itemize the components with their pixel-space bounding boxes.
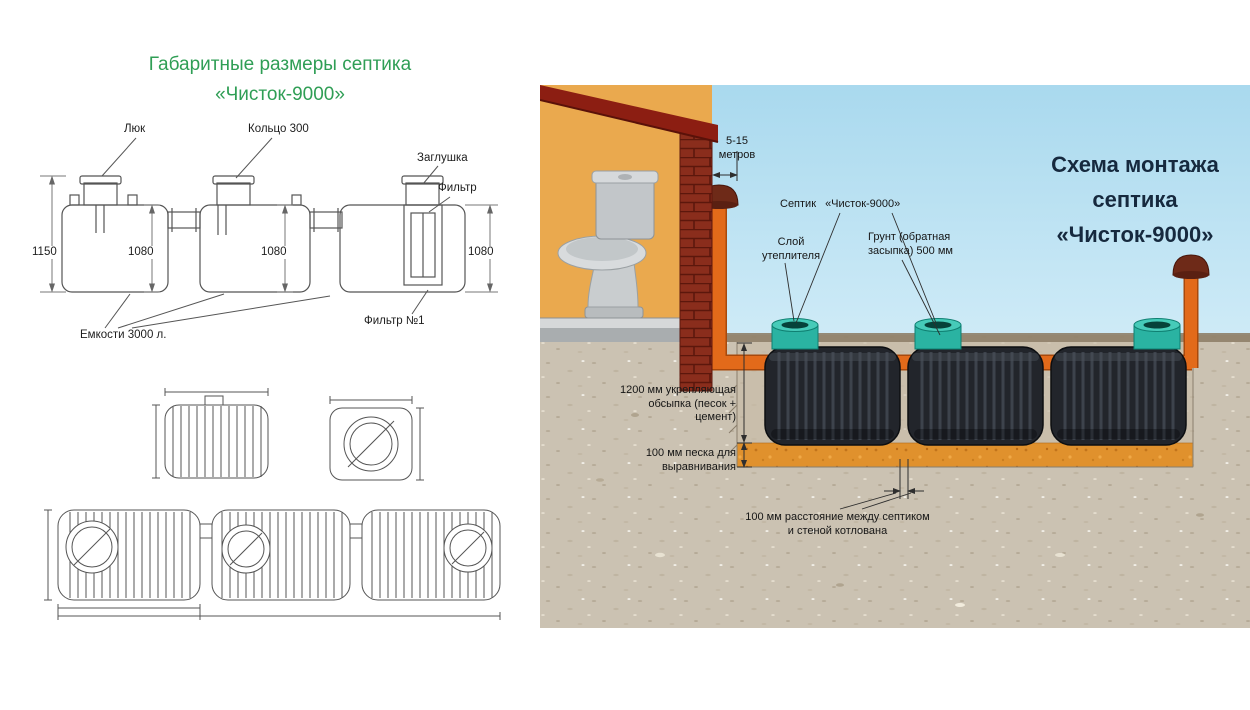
three-module-view — [44, 509, 501, 620]
dimension-lines — [40, 175, 498, 293]
tank-lid-3 — [1133, 318, 1181, 350]
backfill-label: Грунт (обратная засыпка) 500 мм — [868, 231, 953, 257]
tank-lid-1 — [771, 318, 819, 350]
technical-drawing — [40, 137, 501, 620]
pebbles — [596, 413, 1204, 607]
callout-ring: Кольцо 300 — [248, 123, 309, 135]
toilet-illustration — [557, 170, 659, 319]
sand-bed — [736, 442, 1194, 468]
septic-name-label: Септик «Чисток-9000» — [780, 198, 901, 210]
tank-lid-2 — [914, 318, 962, 350]
septic-tank-1 — [764, 346, 901, 446]
left-title-line1: Габаритные размеры септика — [148, 53, 412, 75]
gap-label: 100 мм расстояние между септиком и стено… — [745, 511, 930, 537]
scheme-title-line1: Схема монтажа — [1051, 152, 1219, 177]
dimension-tank1-height: 1080 — [126, 246, 156, 259]
dimension-tank3-height: 1080 — [466, 246, 496, 259]
scheme-title: Схема монтажа септика «Чисток-9000» — [1032, 147, 1238, 252]
septic-tank-2 — [907, 346, 1044, 446]
scheme-title-line2: септика — [1092, 187, 1178, 212]
brick-column — [679, 128, 713, 392]
callout-filter-no1: Фильтр №1 — [364, 315, 425, 327]
dimensions-panel: Габаритные размеры септика «Чисток-9000» — [0, 0, 540, 710]
cross-section-view — [329, 396, 424, 481]
septic-side-view — [61, 175, 466, 293]
septic-tank-3 — [1050, 346, 1187, 446]
topsoil-band — [540, 333, 1250, 342]
leader-lines — [101, 137, 451, 329]
installation-scheme-panel: 5-15 метров Септик «Чисток-9000» Слой ут… — [540, 85, 1250, 628]
vent-cap-icon-right — [1172, 254, 1210, 279]
callout-tanks-volume: Емкости 3000 л. — [80, 329, 167, 341]
installation-illustration — [540, 85, 1250, 628]
scheme-title-line3: «Чисток-9000» — [1056, 222, 1214, 247]
left-title: Габаритные размеры септика «Чисток-9000» — [60, 50, 500, 110]
callout-filter: Фильтр — [438, 182, 477, 194]
callout-hatch: Люк — [124, 123, 146, 135]
insulation-label: Слой утеплителя — [761, 236, 821, 262]
ribbed-tank-view — [152, 388, 269, 479]
reinforcing-fill-label: 1200 мм укрепляющая обсыпка (песок + цем… — [620, 384, 736, 423]
callout-plug: Заглушка — [417, 152, 468, 164]
dimension-tank2-height: 1080 — [259, 246, 289, 259]
left-title-line2: «Чисток-9000» — [215, 83, 345, 105]
dimension-total-height: 1150 — [30, 246, 59, 259]
roof — [540, 85, 719, 143]
distance-label: 5-15 метров — [718, 135, 756, 161]
sand-leveling-label: 100 мм песка для выравнивания — [645, 447, 736, 473]
scheme-dimension-lines — [712, 151, 941, 510]
